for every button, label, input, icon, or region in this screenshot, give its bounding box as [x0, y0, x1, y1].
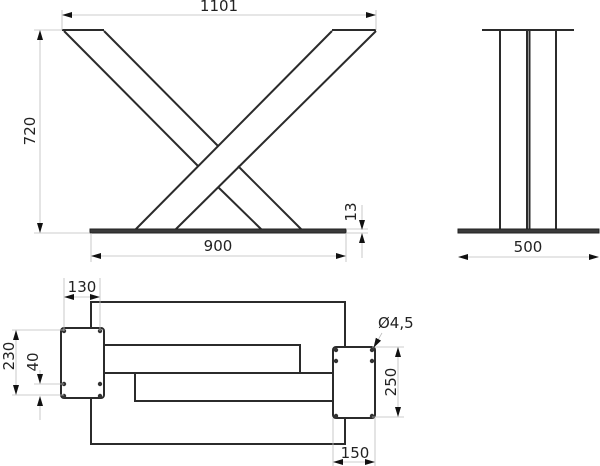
dim-40: 40 — [24, 352, 42, 371]
base-plate — [89, 228, 347, 234]
dim-500: 500 — [514, 238, 543, 256]
side-view: 500 — [457, 29, 600, 260]
front-view: 1101 720 13 900 — [21, 0, 377, 262]
dim-900: 900 — [204, 237, 233, 255]
side-base-plate — [457, 228, 600, 234]
dim-230: 230 — [0, 342, 18, 371]
dim-720: 720 — [21, 117, 39, 146]
right-mount-plate — [332, 346, 376, 419]
dim-150: 150 — [341, 444, 370, 462]
dim-13: 13 — [342, 202, 360, 221]
dim-250: 250 — [382, 368, 400, 397]
left-mount-plate — [60, 327, 105, 399]
dim-130: 130 — [68, 278, 97, 296]
dim-hole-diameter: Ø4,5 — [378, 314, 414, 332]
plan-view: 130 230 40 250 150 Ø4,5 — [0, 278, 414, 466]
dim-1101: 1101 — [200, 0, 238, 15]
